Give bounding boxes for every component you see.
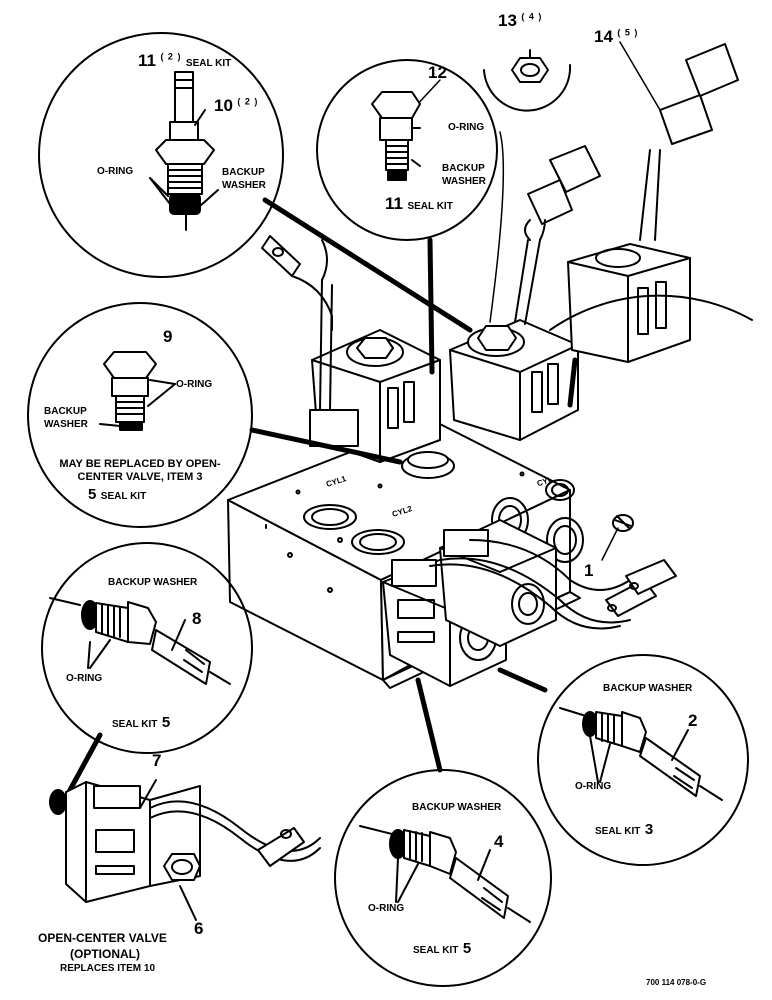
c8-oring-label: O-RING — [66, 673, 103, 684]
valve-9-detail — [99, 351, 176, 431]
ocv-title: OPEN-CENTER VALVE — [38, 931, 167, 945]
callout-9-seal-number: 5 — [88, 486, 97, 503]
callout-2-seal-number: 3 — [644, 821, 654, 838]
callout-9-seal: 5 SEAL KIT — [88, 487, 146, 503]
cartridge-4-detail — [359, 825, 531, 923]
callout-12-seal-text: SEAL KIT — [407, 201, 453, 212]
callout-11-text: SEAL KIT — [185, 58, 232, 69]
c4-oring-label: O-RING — [368, 903, 405, 914]
callout-11-number: 11 — [138, 51, 156, 70]
c12-backup-label: BACKUP WASHER — [442, 163, 486, 187]
c9-oring-label: O-RING — [176, 379, 213, 390]
callout-6: 6 — [194, 919, 204, 938]
callout-10-qty: ( 2 ) — [237, 96, 259, 107]
solenoid-left — [261, 235, 441, 463]
callout-14-number: 14 — [594, 27, 613, 46]
cartridge-2-detail — [559, 707, 723, 801]
callout-4-seal-number: 5 — [462, 940, 472, 957]
c4-backup-label: BACKUP WASHER — [412, 802, 502, 813]
open-center-valve-detail — [49, 779, 321, 921]
callout-2-seal: SEAL KIT 3 — [595, 822, 653, 838]
callout-7: 7 — [152, 751, 162, 770]
callout-8: 8 — [192, 609, 202, 628]
callout-10: 10 ( 2 ) — [214, 97, 258, 115]
cartridge-8-detail — [49, 597, 231, 685]
callout-4-seal-text: SEAL KIT — [413, 945, 459, 956]
callout-4: 4 — [494, 832, 504, 851]
callout-circles — [27, 32, 749, 987]
callout-12-seal: 11 SEAL KIT — [385, 195, 453, 213]
c2-backup-label: BACKUP WASHER — [603, 683, 693, 694]
c8-backup-label: BACKUP WASHER — [108, 577, 198, 588]
callout-8-seal-text: SEAL KIT — [112, 719, 158, 730]
callout-11-qty: ( 2 ) — [160, 51, 182, 62]
valve-10-detail — [149, 71, 219, 231]
callout-2-seal-text: SEAL KIT — [595, 826, 641, 837]
c9-note: MAY BE REPLACED BY OPEN-CENTER VALVE, IT… — [59, 458, 221, 483]
c12-oring-label: O-RING — [448, 122, 485, 133]
callout-2: 2 — [688, 711, 698, 730]
callout-13-number: 13 — [498, 11, 517, 30]
callout-9: 9 — [163, 327, 173, 346]
callout-10-number: 10 — [214, 96, 233, 115]
callout-12: 12 — [428, 63, 447, 82]
c2-oring-label: O-RING — [575, 781, 612, 792]
solenoid-right — [449, 145, 601, 441]
part-number: 700 114 078-0-G — [646, 978, 707, 987]
callout-13-qty: ( 4 ) — [521, 11, 543, 22]
ocv-optional: (OPTIONAL) — [70, 947, 140, 961]
valve-12-detail — [371, 91, 421, 181]
callout-12-seal-number: 11 — [385, 194, 403, 213]
callout-1: 1 — [584, 561, 594, 580]
c9-backup-label: BACKUP WASHER — [44, 406, 88, 430]
callout-9-seal-text: SEAL KIT — [100, 491, 147, 502]
callout-8-seal-number: 5 — [161, 714, 171, 731]
callout-8-seal: SEAL KIT 5 — [112, 715, 170, 731]
c10-oring-label: O-RING — [97, 166, 134, 177]
callout-11-top: 11 ( 2 ) SEAL KIT — [138, 52, 231, 70]
nut-13-detail — [511, 49, 549, 83]
callout-14: 14 ( 5 ) — [594, 28, 638, 46]
c10-backup-label: BACKUP WASHER — [222, 167, 266, 191]
callout-14-qty: ( 5 ) — [617, 27, 639, 38]
callout-13: 13 ( 4 ) — [498, 12, 542, 30]
leader-lines — [67, 197, 578, 793]
lead-wires-front — [429, 539, 677, 630]
solenoid-14 — [549, 43, 753, 363]
ocv-replaces: REPLACES ITEM 10 — [60, 963, 156, 974]
callout-4-seal: SEAL KIT 5 — [413, 941, 471, 957]
